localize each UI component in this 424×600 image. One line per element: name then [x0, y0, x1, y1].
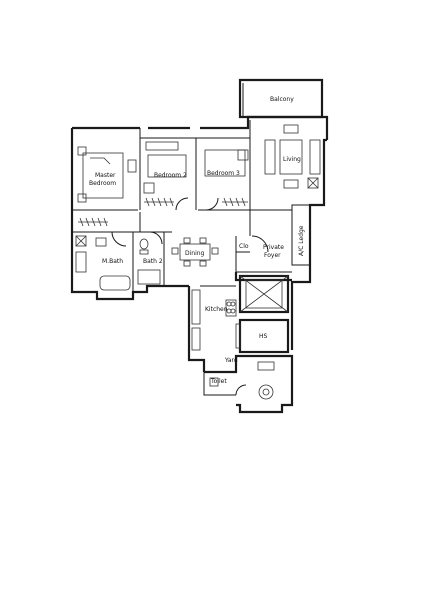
interior-partitions — [139, 210, 251, 236]
household-shelter — [235, 318, 290, 354]
master-bedroom — [72, 128, 141, 227]
bedroom-2 — [140, 137, 198, 211]
label-hs: HS — [259, 333, 268, 340]
label-yard: Yard — [224, 357, 238, 364]
yard-and-toilet — [203, 354, 294, 414]
living-room — [249, 120, 321, 211]
label-master-bedroom-2: Bedroom — [89, 180, 116, 187]
kitchen — [187, 285, 237, 372]
bedroom-3 — [196, 137, 250, 211]
lift-core — [238, 274, 290, 314]
label-toilet: Toilet — [210, 378, 227, 385]
label-private-foyer-1: Private — [263, 244, 284, 251]
label-living: Living — [283, 156, 301, 163]
label-bedroom-3: Bedroom 3 — [207, 170, 240, 177]
label-ac-ledge: A/C Ledge — [298, 225, 305, 256]
label-bath-2: Bath 2 — [143, 258, 163, 265]
label-bedroom-2: Bedroom 2 — [154, 172, 187, 179]
label-master-bedroom-1: Master — [95, 172, 116, 179]
label-dining: Dining — [185, 250, 205, 257]
dining-area — [171, 237, 219, 267]
wardrobe-bedroom3 — [222, 197, 248, 207]
label-balcony: Balcony — [270, 96, 294, 103]
label-clo: Clo — [239, 243, 249, 250]
label-kitchen: Kitchen — [205, 306, 228, 313]
label-m-bath: M.Bath — [102, 258, 123, 265]
label-private-foyer-2: Foyer — [264, 252, 281, 259]
outer-walls — [70, 115, 329, 350]
wardrobe-master — [78, 217, 108, 227]
wardrobe-bedroom2 — [144, 197, 174, 207]
